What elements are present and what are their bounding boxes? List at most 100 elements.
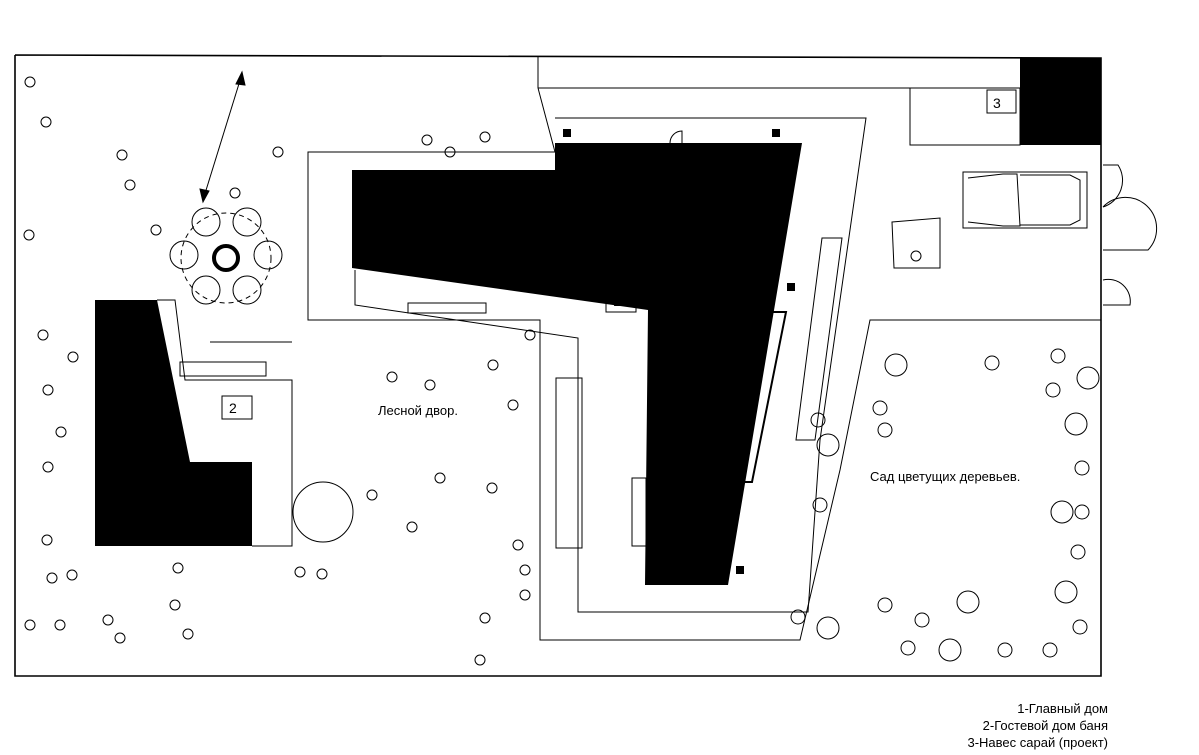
tree-icon	[169, 599, 181, 611]
forest-deck	[555, 377, 583, 549]
tree-icon	[172, 562, 184, 574]
tree-icon	[66, 569, 78, 581]
garden-tree-icon	[914, 612, 930, 628]
gazebo-seat	[232, 207, 262, 237]
zone-label-flower-garden: Сад цветущих деревьев.	[870, 469, 1020, 484]
tree-icon	[67, 351, 79, 363]
tree-icon	[41, 534, 53, 546]
garden-tree-icon	[877, 422, 893, 438]
gazebo-seat	[232, 275, 262, 305]
legend: 1-Главный дом 2-Гостевой дом баня 3-Наве…	[967, 700, 1108, 751]
tree-icon	[512, 539, 524, 551]
tree-icon	[55, 426, 67, 438]
zone-label-forest-yard: Лесной двор.	[378, 403, 458, 418]
car	[962, 171, 1088, 229]
main-house-terrace-outline	[307, 87, 1101, 641]
garden-tree-icon	[1070, 544, 1086, 560]
tree-icon	[24, 76, 36, 88]
tree-icon	[434, 472, 446, 484]
garden-tree-icon	[1042, 642, 1058, 658]
gazebo-seat	[253, 240, 283, 270]
tree-icon	[479, 131, 491, 143]
legend-item: 3-Навес сарай (проект)	[967, 735, 1108, 750]
tree-icon	[23, 229, 35, 241]
tree-icon	[102, 614, 114, 626]
tree-icon	[507, 399, 519, 411]
marker-box-2	[221, 395, 253, 420]
garden-tree-icon	[1064, 412, 1088, 436]
tree-icon	[272, 146, 284, 158]
entry-gate	[1102, 164, 1158, 251]
column	[736, 566, 744, 574]
tree-icon	[42, 461, 54, 473]
garden-tree-icon	[816, 433, 840, 457]
garden-tree-icon	[872, 400, 888, 416]
garden-tree-icon	[1076, 366, 1100, 390]
gazebo-seat	[191, 207, 221, 237]
tree-icon	[479, 612, 491, 624]
garden-tree-icon	[1045, 382, 1061, 398]
garden-tree-icon	[1050, 348, 1066, 364]
tree-icon	[421, 134, 433, 146]
tree-icon	[40, 116, 52, 128]
column	[563, 129, 571, 137]
legend-item: 2-Гостевой дом баня	[982, 718, 1108, 733]
fire-pit	[212, 244, 240, 272]
tree-icon	[316, 568, 328, 580]
tree-icon	[114, 632, 126, 644]
main-house-bench	[795, 237, 843, 441]
garden-tree-icon	[877, 597, 893, 613]
tree-icon	[150, 224, 162, 236]
main-house	[352, 143, 802, 585]
marker-label-1: 1	[613, 293, 621, 309]
gazebo-seat	[169, 240, 199, 270]
main-house-walk	[354, 117, 867, 613]
tree-icon	[474, 654, 486, 666]
guest-house-yard	[157, 299, 293, 547]
tree-icon	[37, 329, 49, 341]
marker-label-3: 3	[993, 95, 1001, 111]
legend-item: 1-Главный дом	[1017, 701, 1108, 716]
shed	[1020, 58, 1101, 145]
main-house-window	[631, 477, 647, 547]
tree-icon	[424, 379, 436, 391]
garden-tree-icon	[812, 497, 828, 513]
garden-tree-icon	[1074, 460, 1090, 476]
tree-icon	[294, 566, 306, 578]
tree-icon	[524, 329, 536, 341]
tree-icon	[519, 589, 531, 601]
well	[910, 250, 922, 262]
garden-tree-icon	[790, 609, 806, 625]
main-house-step	[407, 302, 487, 314]
column	[787, 283, 795, 291]
garden-tree-icon	[1074, 504, 1090, 520]
shed-canopy	[909, 87, 1021, 146]
tree-icon	[486, 482, 498, 494]
tree-icon	[42, 384, 54, 396]
marker-box-3	[986, 89, 1017, 114]
garden-tree-icon	[900, 640, 916, 656]
guest-house-step	[179, 361, 267, 377]
view-axis-arrow	[202, 73, 243, 201]
garden-tree-icon	[1054, 580, 1078, 604]
tree-icon	[124, 179, 136, 191]
site-boundary	[14, 54, 1102, 677]
tree-icon	[24, 619, 36, 631]
tree-icon	[46, 572, 58, 584]
garden-pad	[891, 217, 941, 269]
pond	[292, 481, 354, 543]
arrow-head-bottom	[199, 188, 210, 204]
garden-tree-icon	[984, 355, 1000, 371]
garden-tree-icon	[816, 616, 840, 640]
tree-icon	[519, 564, 531, 576]
tree-icon	[116, 149, 128, 161]
column	[772, 129, 780, 137]
tree-icon	[444, 146, 456, 158]
gazebo-outline	[180, 212, 272, 304]
arrow-head-top	[235, 70, 246, 86]
entry-wicket	[1102, 278, 1131, 306]
guest-house	[95, 300, 252, 546]
gazebo-seat	[191, 275, 221, 305]
tree-icon	[54, 619, 66, 631]
